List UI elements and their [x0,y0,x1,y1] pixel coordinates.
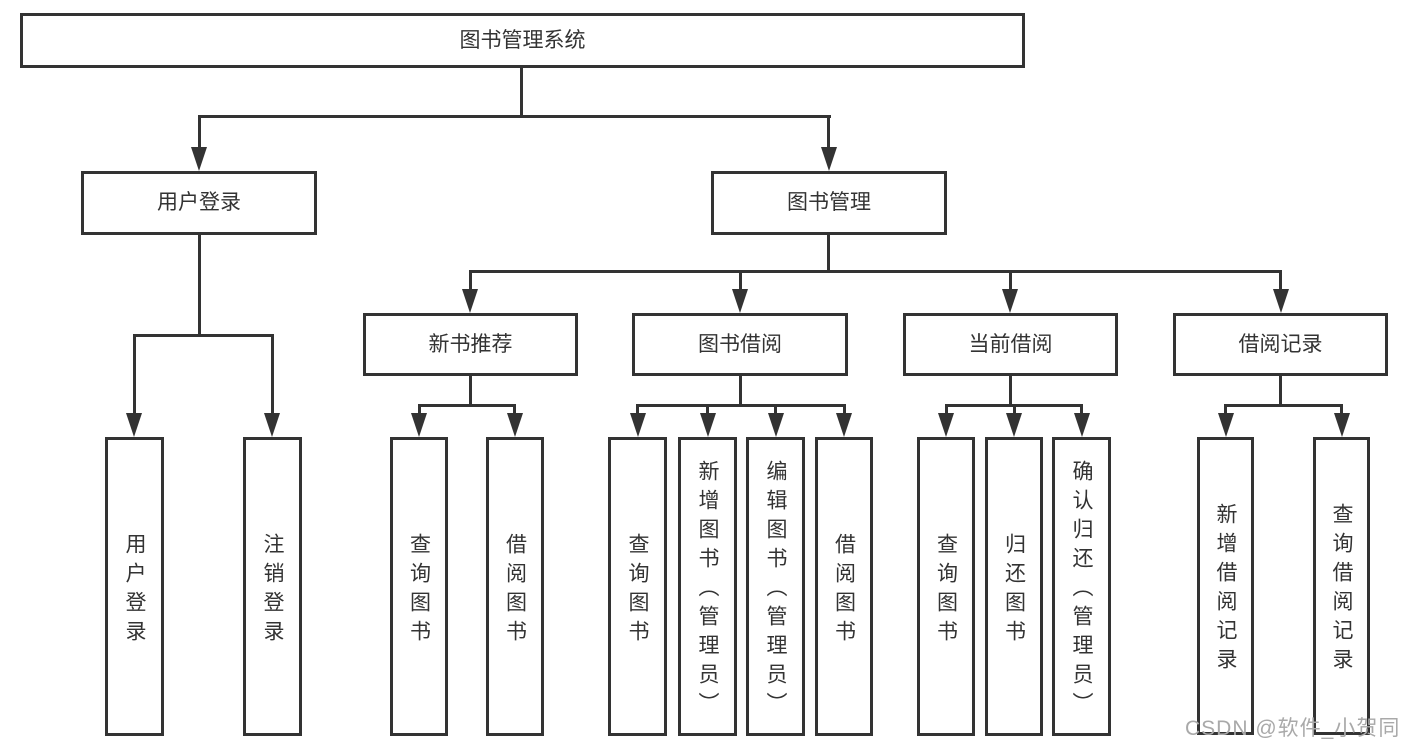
arrowhead [1218,413,1234,437]
connector-stem [198,115,201,149]
arrowhead [1334,413,1350,437]
arrowhead [264,413,280,437]
connector-stem [1224,404,1227,414]
arrowhead [938,413,954,437]
arrowhead [836,413,852,437]
connector-userlogin-vline [198,234,201,336]
leaf-query-books-current: 查询图书 [917,437,975,736]
arrowhead [126,413,142,437]
arrowhead [630,413,646,437]
connector-vline [1009,375,1012,406]
connector-stem [827,115,830,149]
connector-stem [1013,404,1016,414]
node-user-login-label: 用户登录 [157,191,241,215]
connector-hline [418,404,516,407]
connector-stem [1009,270,1012,290]
arrowhead [507,413,523,437]
node-current-borrow-label: 当前借阅 [968,332,1053,356]
leaf-edit-book-admin: 编辑图书（管理员） [746,437,805,736]
leaf-query-books-borrow: 查询图书 [608,437,667,736]
arrowhead [768,413,784,437]
leaf-label: 查询图书 [407,532,431,649]
leaf-label: 归还图书 [1002,532,1026,649]
connector-vline [739,375,742,406]
node-new-book-recommend-label: 新书推荐 [428,332,513,356]
connector-stem [706,404,709,414]
connector-stem [774,404,777,414]
node-book-borrow-label: 图书借阅 [698,332,782,356]
node-book-management-label: 图书管理 [787,191,871,215]
leaf-query-books-recommend: 查询图书 [390,437,448,736]
arrowhead [732,289,748,313]
node-user-login: 用户登录 [81,171,317,235]
connector-stem [636,404,639,414]
connector-stem [843,404,846,414]
leaf-query-borrow-record: 查询借阅记录 [1313,437,1370,735]
connector-stem [1340,404,1343,414]
leaf-label: 新增借阅记录 [1214,503,1237,677]
leaf-add-book-admin: 新增图书（管理员） [678,437,737,736]
node-book-management: 图书管理 [711,171,947,235]
arrowhead [191,147,207,171]
connector-level3-hline [469,270,1282,273]
connector-vline [469,375,472,406]
leaf-label: 查询图书 [626,532,649,649]
connector-stem [133,334,136,414]
leaf-label: 确认归还（管理员） [1070,460,1093,721]
arrowhead [1074,413,1090,437]
connector-stem [513,404,516,414]
leaf-borrow-books-recommend: 借阅图书 [486,437,544,736]
connector-hline [636,404,846,407]
arrowhead [1002,289,1018,313]
leaf-add-borrow-record: 新增借阅记录 [1197,437,1254,735]
watermark: CSDN @软件_小贺同学 [1185,717,1401,740]
connector-stem [418,404,421,414]
node-new-book-recommend: 新书推荐 [363,313,578,376]
connector-stem [271,334,274,414]
leaf-borrow-books: 借阅图书 [815,437,873,736]
connector-level2-hline [198,115,831,118]
connector-stem [945,404,948,414]
leaf-logout: 注销登录 [243,437,302,736]
connector-stem [1080,404,1083,414]
connector-stem [739,270,742,290]
leaf-label: 新增图书（管理员） [696,460,719,721]
node-borrow-records-label: 借阅记录 [1238,332,1323,356]
arrowhead [1006,413,1022,437]
connector-userlogin-hline [133,334,274,337]
arrowhead [462,289,478,313]
connector-vline [1279,375,1282,406]
connector-bookmgmt-vline [827,234,830,272]
node-root: 图书管理系统 [20,13,1025,68]
arrowhead [411,413,427,437]
leaf-label: 查询借阅记录 [1330,503,1353,677]
node-borrow-records: 借阅记录 [1173,313,1388,376]
leaf-return-book: 归还图书 [985,437,1043,736]
arrowhead [821,147,837,171]
leaf-confirm-return-admin: 确认归还（管理员） [1052,437,1111,736]
leaf-label: 注销登录 [261,532,284,649]
connector-stem [469,270,472,290]
leaf-user-login: 用户登录 [105,437,164,736]
node-book-borrow: 图书借阅 [632,313,848,376]
connector-hline [1224,404,1343,407]
leaf-label: 查询图书 [934,532,958,649]
node-current-borrow: 当前借阅 [903,313,1118,376]
leaf-label: 编辑图书（管理员） [764,460,787,721]
connector-stem [1279,270,1282,290]
arrowhead [1273,289,1289,313]
leaf-label: 借阅图书 [503,532,527,649]
leaf-label: 借阅图书 [832,532,856,649]
leaf-label: 用户登录 [123,532,146,649]
connector-root-vline [520,67,523,116]
arrowhead [700,413,716,437]
node-root-label: 图书管理系统 [459,28,586,52]
